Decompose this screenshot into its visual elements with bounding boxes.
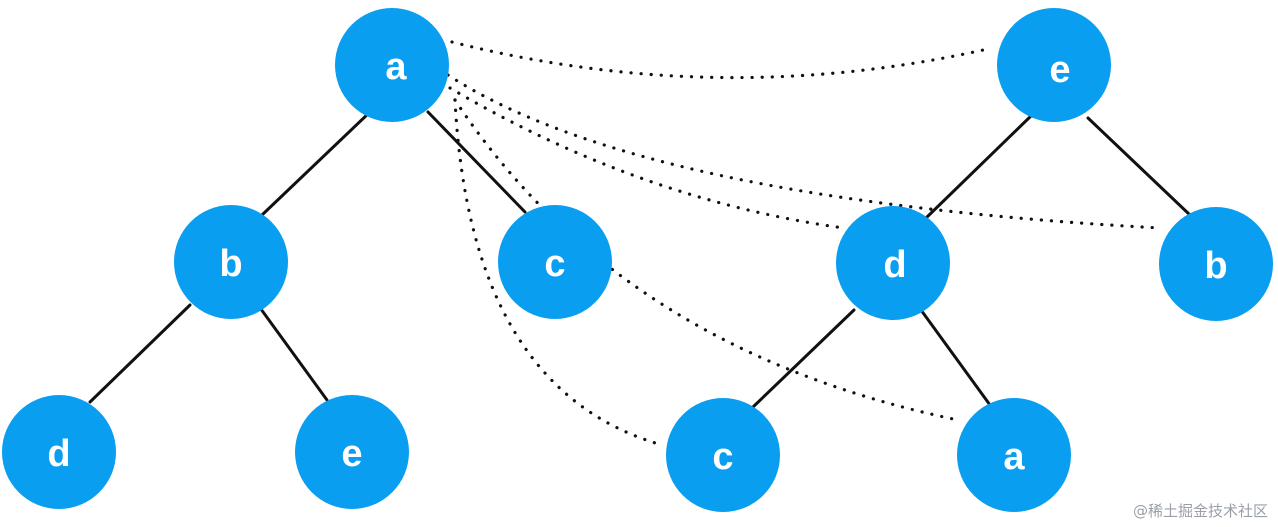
edge-left-a-b	[260, 110, 372, 217]
node-label: c	[544, 243, 565, 285]
node-right-a: a	[957, 398, 1071, 512]
compare-a-to-a	[453, 98, 960, 422]
edge-left-b-e	[256, 303, 329, 402]
left-tree-edges	[88, 110, 527, 404]
watermark-text: @稀土掘金技术社区	[1132, 502, 1268, 520]
node-label: a	[385, 46, 407, 88]
node-right-e: e	[997, 8, 1111, 122]
left-tree-nodes: a b c d e	[2, 8, 612, 509]
node-right-d: d	[836, 206, 950, 320]
node-left-e: e	[295, 395, 409, 509]
edge-left-b-d	[88, 303, 192, 404]
edge-right-d-a	[919, 308, 992, 407]
node-label: b	[1204, 245, 1227, 287]
node-label: e	[1049, 49, 1070, 91]
edge-right-d-c	[751, 308, 856, 409]
node-label: d	[883, 244, 906, 286]
compare-a-to-c	[453, 98, 664, 447]
node-left-d: d	[2, 395, 116, 509]
node-label: d	[47, 433, 70, 475]
right-tree-nodes: e d b c a	[666, 8, 1273, 512]
comparison-lines	[446, 40, 1162, 447]
edge-left-a-c	[426, 110, 527, 214]
node-left-b: b	[174, 205, 288, 319]
node-label: b	[219, 243, 242, 285]
edge-right-e-b	[1086, 116, 1192, 217]
node-label: e	[341, 433, 362, 475]
node-right-c: c	[666, 398, 780, 512]
compare-a-to-e	[450, 40, 994, 80]
right-tree-edges	[751, 113, 1192, 409]
node-right-b: b	[1159, 207, 1273, 321]
edge-right-e-d	[924, 113, 1034, 220]
node-left-a: a	[335, 8, 449, 122]
node-left-c: c	[498, 205, 612, 319]
node-label: a	[1003, 436, 1025, 478]
node-label: c	[712, 436, 733, 478]
compare-a-to-b	[446, 73, 1162, 230]
